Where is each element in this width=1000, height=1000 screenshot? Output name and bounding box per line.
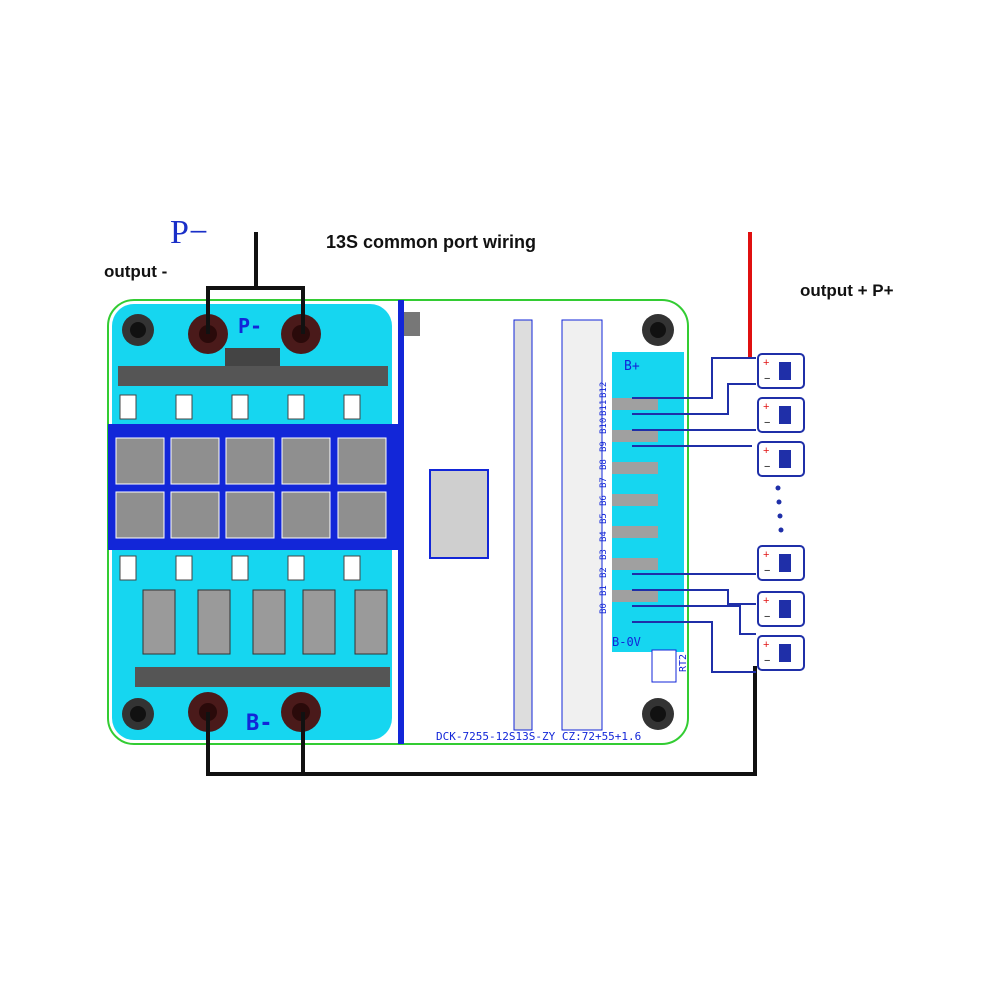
wire-b-minus — [206, 666, 757, 776]
cell-pin-label: B9 — [599, 441, 609, 452]
battery-cell: +− — [757, 635, 805, 671]
p-minus-board-label: P- — [238, 314, 262, 338]
diagram-title: 13S common port wiring — [326, 232, 537, 252]
board-part-number: DCK-7255-12S13S-ZY CZ:72+55+1.6 — [436, 730, 641, 743]
cell-marking — [779, 600, 791, 618]
output-positive-label: output + P+ — [800, 281, 894, 300]
cell-pin-label: B2 — [599, 567, 609, 578]
cell-minus-symbol: − — [764, 565, 770, 577]
cell-pin-label: B1 — [599, 585, 609, 596]
battery-cells: +−+−+−+−+−+− — [757, 353, 805, 671]
cell-pin-label: B11 — [599, 400, 609, 416]
cell-minus-symbol: − — [764, 655, 770, 667]
battery-cell: +− — [757, 545, 805, 581]
cell-plus-symbol: + — [763, 357, 769, 369]
cell-pin-label: B10 — [599, 418, 609, 434]
cell-pin-label: B5 — [599, 513, 609, 524]
cell-pin-label: B0 — [599, 603, 609, 614]
balance-wires — [632, 357, 756, 673]
cell-marking — [779, 406, 791, 424]
wire-p-minus — [206, 232, 305, 334]
ellipsis-dots — [775, 485, 784, 533]
cell-plus-symbol: + — [763, 549, 769, 561]
b-zero-v-label: B-0V — [612, 635, 641, 649]
cell-plus-symbol: + — [763, 401, 769, 413]
ntc-label: RT2 — [678, 654, 689, 672]
b-minus-board-label: B- — [246, 711, 273, 736]
cell-minus-symbol: − — [764, 417, 770, 429]
cell-pin-label: B3 — [599, 549, 609, 560]
cell-pin-label: B12 — [599, 382, 609, 398]
cell-minus-symbol: − — [764, 611, 770, 623]
cell-marking — [779, 644, 791, 662]
battery-cell: +− — [757, 441, 805, 477]
battery-cell: +− — [757, 397, 805, 433]
output-negative-label: output - — [104, 262, 168, 281]
cell-plus-symbol: + — [763, 445, 769, 457]
cell-minus-symbol: − — [764, 373, 770, 385]
cell-pin-label: B6 — [599, 495, 609, 506]
battery-cell: +− — [757, 591, 805, 627]
cell-pin-label: B4 — [599, 531, 609, 542]
cell-plus-symbol: + — [763, 639, 769, 651]
cell-pin-label: B8 — [599, 459, 609, 470]
cell-marking — [779, 554, 791, 572]
cell-marking — [779, 362, 791, 380]
b-plus-board-label: B+ — [624, 359, 640, 374]
cell-marking — [779, 450, 791, 468]
cell-plus-symbol: + — [763, 595, 769, 607]
mosfet-array — [115, 437, 387, 539]
cell-minus-symbol: − — [764, 461, 770, 473]
cell-pin-label: B7 — [599, 477, 609, 488]
battery-cell: +− — [757, 353, 805, 389]
p-minus-large-label: P− — [170, 214, 209, 251]
